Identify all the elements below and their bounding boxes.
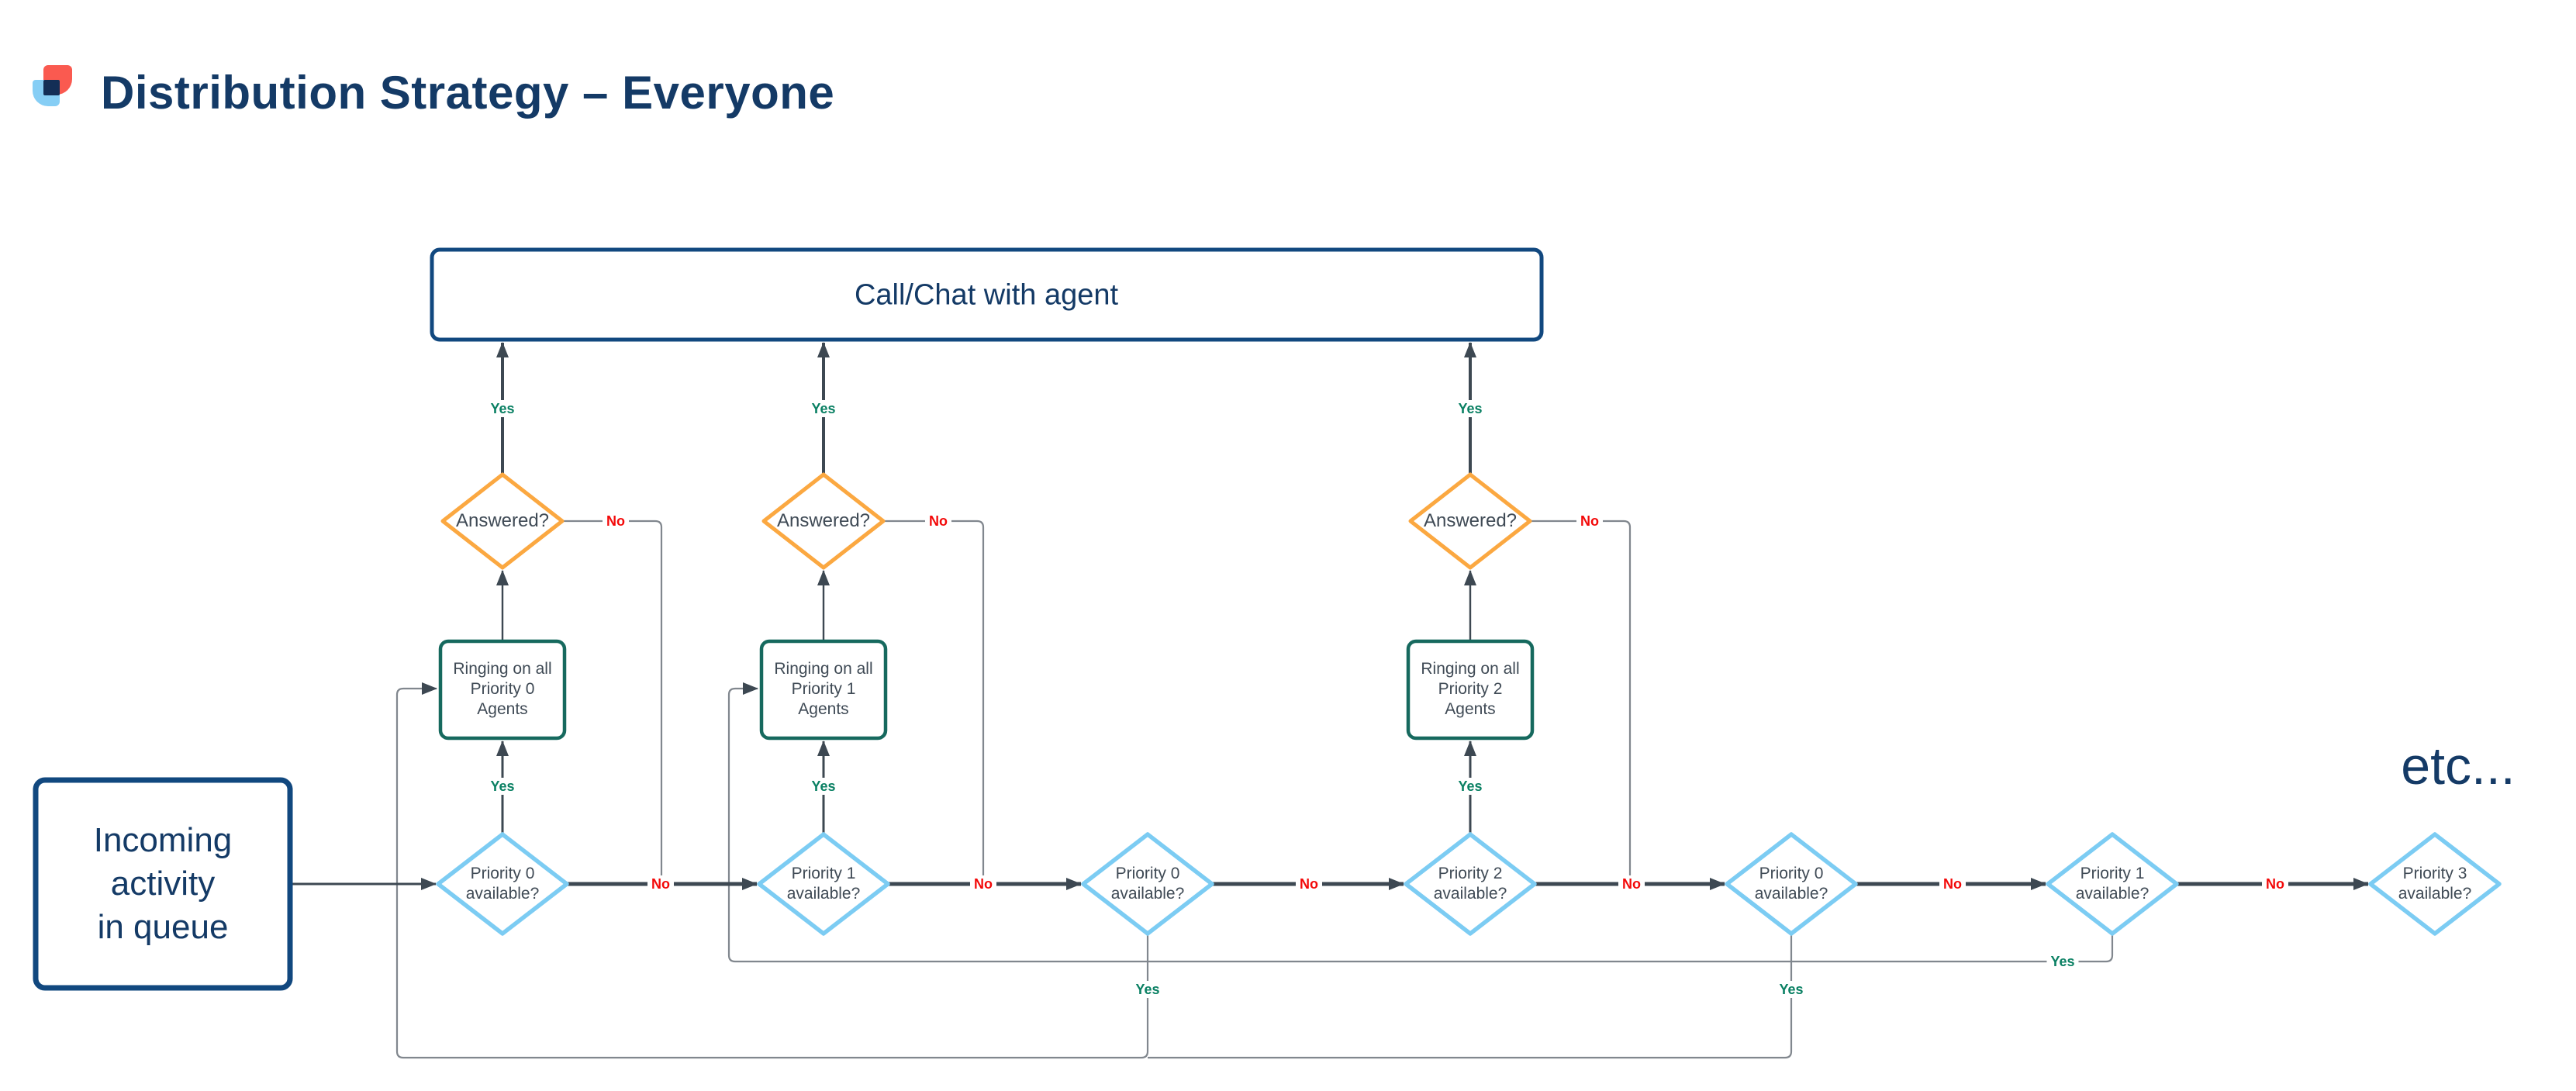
- edge-label-priority0-third-no: No: [1939, 875, 1966, 892]
- node-priority2-diamond: [1404, 832, 1537, 936]
- edge-priority0-third-yes-return: [1148, 934, 1793, 1059]
- edge-label-priority0-yes: Yes: [486, 778, 519, 795]
- node-priority0-second-diamond: [1081, 832, 1214, 936]
- header: Distribution Strategy – Everyone: [0, 0, 2576, 132]
- edge-label-answered1-yes: Yes: [486, 400, 519, 417]
- edge-priority1-second-yes-return: [727, 682, 2114, 963]
- edge-answered2-no: [883, 520, 985, 884]
- logo-navy-square: [43, 80, 60, 95]
- edges-gray: [395, 520, 2114, 1059]
- edge-label-priority0-third-yes: Yes: [1775, 981, 1808, 998]
- edge-label-priority1-second-no: No: [2262, 875, 2288, 892]
- node-priority3-diamond: [2368, 832, 2502, 936]
- node-priority1-first-diamond: [757, 832, 890, 936]
- edge-priority0-second-yes-return: [395, 682, 1149, 1059]
- node-answered3-diamond: [1408, 472, 1532, 570]
- edge-label-priority0-second-yes: Yes: [1131, 981, 1164, 998]
- node-ringing-p0-box: [438, 639, 567, 741]
- edge-answered1-no: [562, 520, 663, 884]
- edge-answered3-no: [1530, 520, 1632, 884]
- node-priority0-first-diamond: [436, 832, 569, 936]
- node-priority0-third-diamond: [1725, 832, 1858, 936]
- node-answered2-diamond: [761, 472, 886, 570]
- edge-label-answered1-no: No: [603, 513, 629, 530]
- edge-label-answered3-yes: Yes: [1454, 400, 1487, 417]
- edge-label-priority2-yes: Yes: [1454, 778, 1487, 795]
- node-ringing-p2-box: [1406, 639, 1535, 741]
- app-logo-icon: [33, 65, 72, 106]
- node-answered1-diamond: [440, 472, 565, 570]
- edge-label-priority1-second-yes: Yes: [2046, 953, 2079, 970]
- edge-label-priority2-no: No: [1618, 875, 1645, 892]
- page-title: Distribution Strategy – Everyone: [101, 67, 835, 119]
- node-incoming-box: [33, 777, 293, 991]
- edge-label-priority0-second-no: No: [1296, 875, 1322, 892]
- edge-label-answered2-yes: Yes: [807, 400, 840, 417]
- edge-label-priority0-first-no: No: [647, 875, 674, 892]
- edge-label-priority1-yes: Yes: [807, 778, 840, 795]
- node-shapes: [33, 247, 2502, 991]
- node-call-chat-box: [430, 247, 1544, 342]
- edge-label-priority1-first-no: No: [970, 875, 996, 892]
- edges-dark: [290, 342, 2369, 890]
- node-ringing-p1-box: [759, 639, 888, 741]
- edge-label-answered3-no: No: [1576, 513, 1603, 530]
- node-priority1-second-diamond: [2046, 832, 2179, 936]
- edge-label-answered2-no: No: [925, 513, 951, 530]
